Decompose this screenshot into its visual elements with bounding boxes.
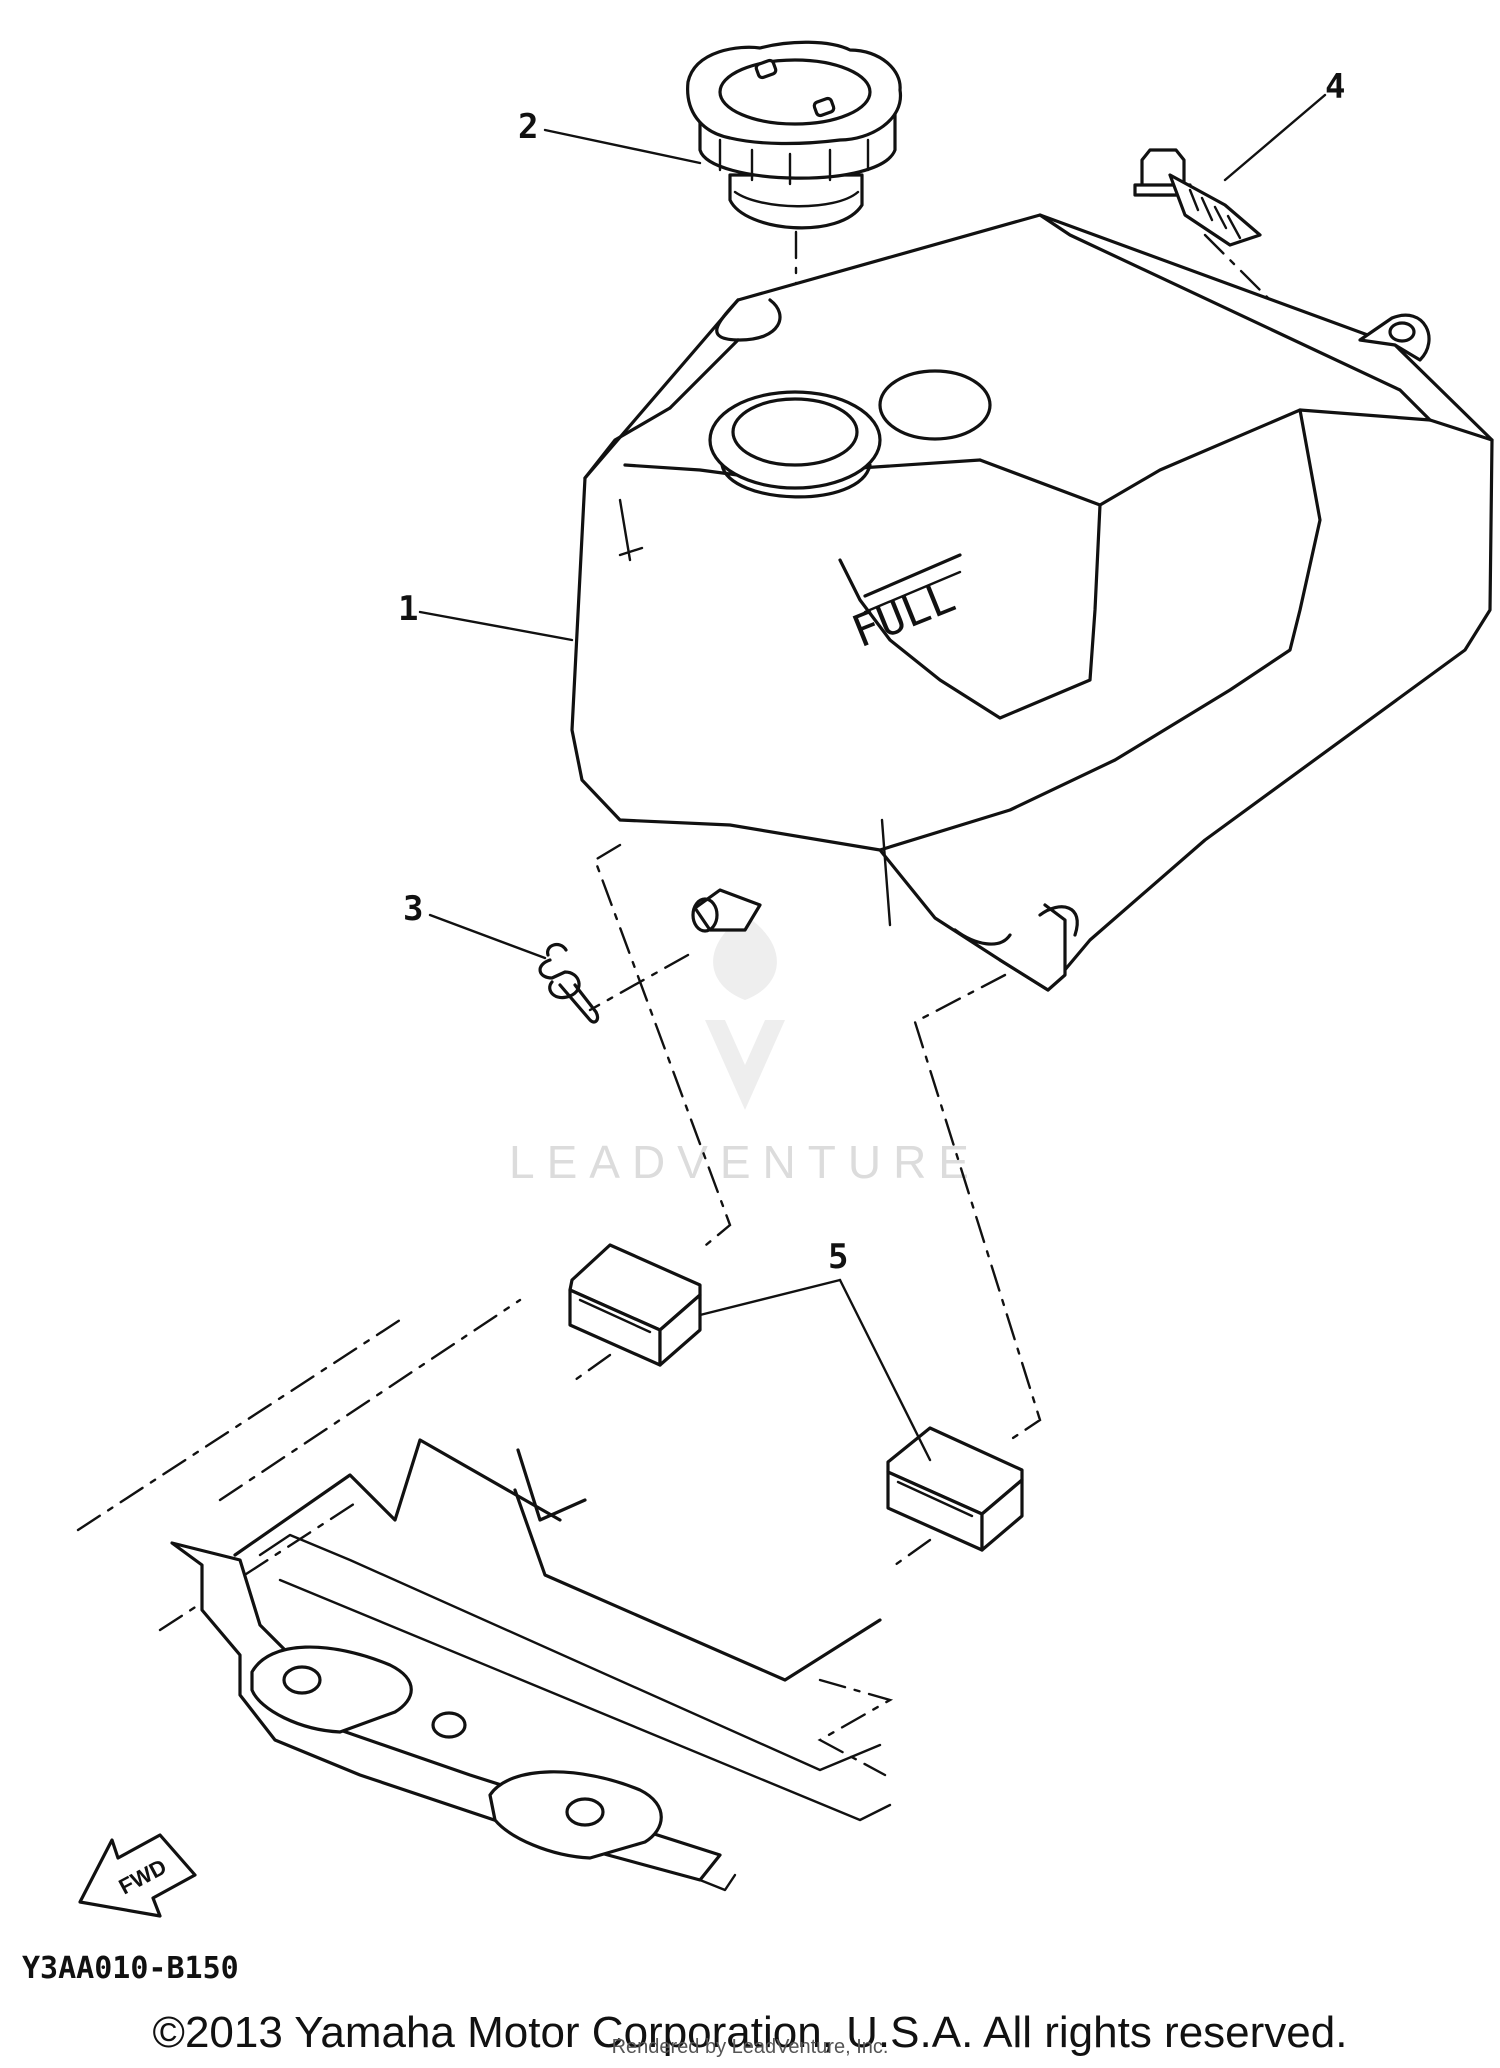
watermark: LEADVENTURE xyxy=(509,915,981,1188)
bolt xyxy=(1133,148,1262,247)
copyright-notice: ©2013 Yamaha Motor Corporation, U.S.A. A… xyxy=(152,2008,1348,2057)
fwd-direction-arrow: FWD xyxy=(78,1833,197,1918)
watermark-text: LEADVENTURE xyxy=(509,1136,981,1188)
rubber-damper-2 xyxy=(886,1426,1024,1552)
frame-bracket xyxy=(76,1298,894,1892)
callout-4: 4 xyxy=(1325,67,1345,107)
callout-2: 2 xyxy=(518,107,538,147)
callout-5: 5 xyxy=(828,1237,848,1277)
filler-cap xyxy=(686,40,903,230)
leader-lines xyxy=(418,93,1327,1462)
hose-clip xyxy=(538,942,600,1024)
diagram-code: Y3AA010-B150 xyxy=(22,1951,239,1986)
rendered-by-credit: Rendered by LeadVenture, Inc. xyxy=(611,2036,889,2058)
callout-1: 1 xyxy=(398,589,418,629)
rubber-damper-1 xyxy=(568,1243,702,1367)
oil-tank: FULL xyxy=(570,213,1494,992)
callout-3: 3 xyxy=(403,889,423,929)
watermark-logo xyxy=(705,915,785,1110)
